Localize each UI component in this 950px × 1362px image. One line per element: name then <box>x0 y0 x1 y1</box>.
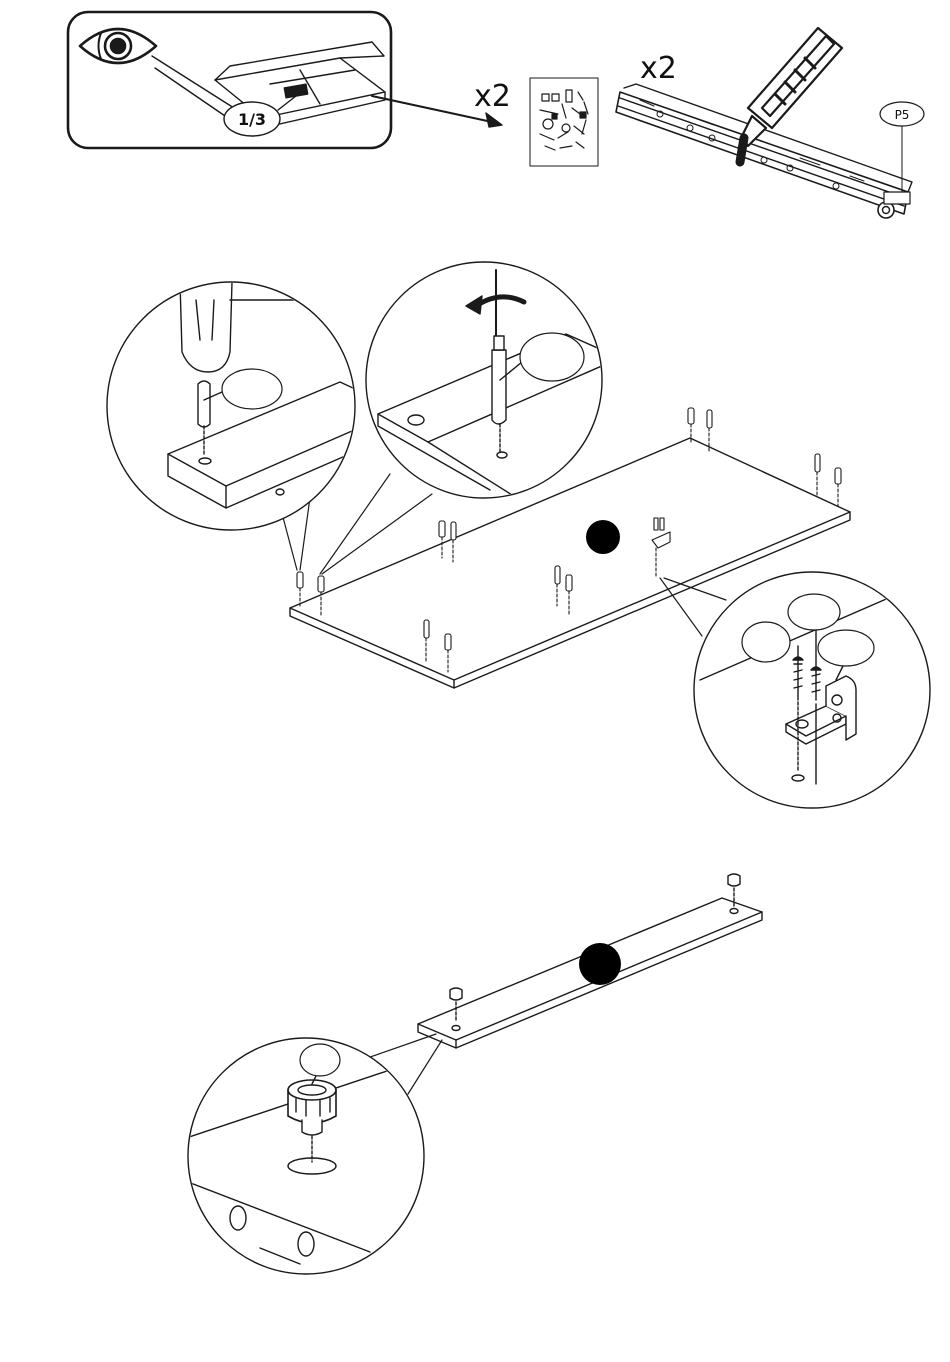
lower-rail-step-dot <box>579 943 621 985</box>
cam-detail-circle <box>180 1038 424 1274</box>
bracket-detail-circle <box>694 572 930 808</box>
dowel-callout-bubble <box>222 369 282 409</box>
inspect-hardware-panel: 1/3 <box>68 12 391 148</box>
eye-icon <box>80 29 156 63</box>
bracket-callout-bubble-top <box>788 594 840 630</box>
bracket-callout-bubble-right <box>818 630 874 666</box>
rail-multiplier: x2 <box>640 51 677 86</box>
dowel-detail-circle <box>107 282 400 530</box>
screw-callout-bubble <box>520 333 584 381</box>
upper-panel-step-dot <box>586 520 620 554</box>
dowel <box>688 408 694 442</box>
part-code-badge: P5 <box>880 102 924 192</box>
cam-callout-bubble <box>300 1044 340 1076</box>
hardware-bag-icon <box>530 78 598 166</box>
eye-label: 1/3 <box>238 110 266 129</box>
part-code: P5 <box>895 108 910 122</box>
dowel <box>815 454 820 496</box>
screw-detail-circle <box>366 262 620 500</box>
bag-multiplier: x2 <box>474 79 511 114</box>
bracket-callout-bubble-left <box>742 622 790 662</box>
dowel <box>835 468 841 506</box>
